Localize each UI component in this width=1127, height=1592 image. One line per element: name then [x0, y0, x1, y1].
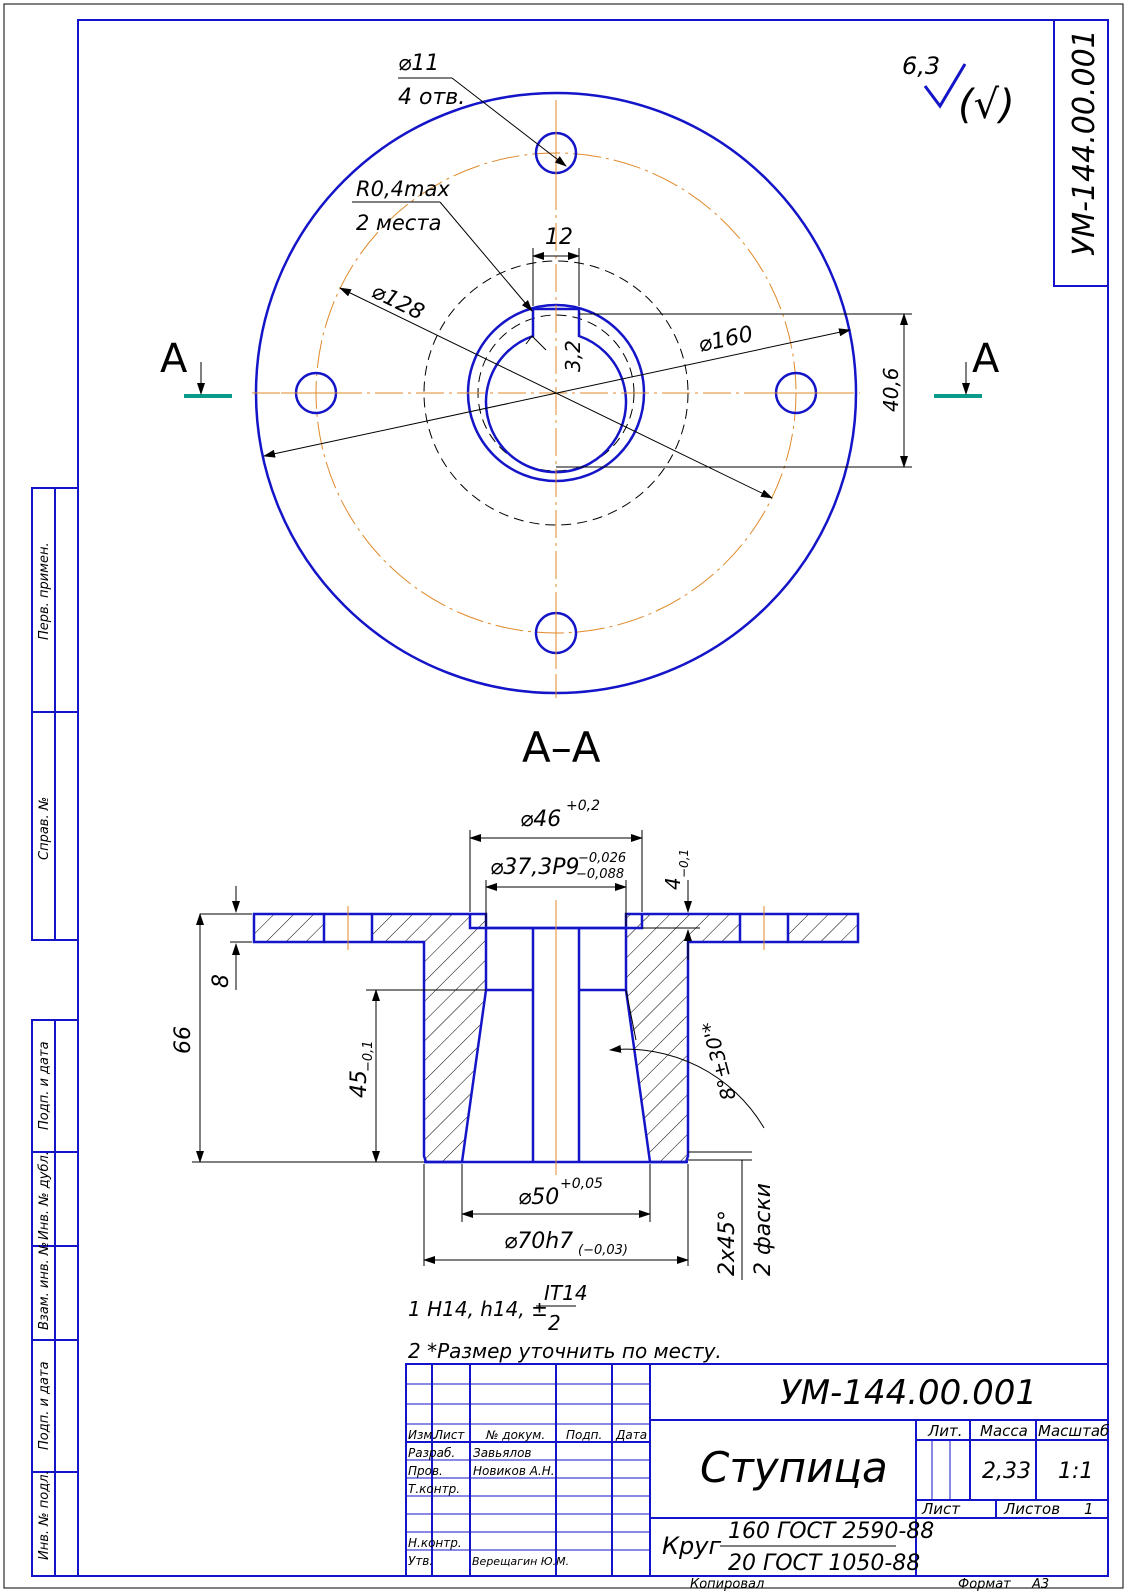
flange-left-outer: [252, 912, 326, 944]
notes: 1 H14, h14, ± IT14 2 2 *Размер уточнить …: [408, 1281, 722, 1363]
left-strip: Перв. примен. Справ. № Подп. и дата Инв.…: [31, 487, 79, 1577]
strip-perv: Перв. примен.: [37, 542, 52, 640]
dim-50-tol: +0,05: [560, 1176, 603, 1192]
note1-text: 1 H14, h14, ±: [408, 1297, 548, 1321]
scale-label: Масштаб: [1038, 1422, 1109, 1440]
format-label: Формат: [958, 1577, 1011, 1592]
hub-wall-right: [624, 912, 742, 1164]
dim-45-tol: −0,1: [361, 1040, 376, 1072]
mass-label: Масса: [980, 1422, 1028, 1440]
sheet-label: Лист: [921, 1500, 961, 1518]
lit-label: Лит.: [927, 1422, 963, 1440]
angle-label: 8°±30'*: [697, 1019, 741, 1103]
title-block: [405, 1363, 1109, 1577]
n-razrab: Завьялов: [473, 1446, 532, 1460]
svg-text:A: A: [972, 336, 1000, 382]
hole-count-label: 4 отв.: [398, 85, 465, 110]
mass-value: 2,33: [982, 1459, 1031, 1484]
note1-numerator: IT14: [544, 1281, 588, 1305]
flange-right-outer: [786, 912, 860, 944]
section-view: A–A ⌀46: [171, 723, 860, 1280]
strip-sprav: Справ. №: [37, 797, 52, 860]
copied-label: Копировал: [690, 1577, 764, 1592]
svg-text:A: A: [160, 336, 188, 382]
corner-code: УМ-144.00.001: [1067, 29, 1102, 256]
footer: Копировал Формат A3: [690, 1577, 1049, 1592]
material-top: 160 ГОСТ 2590-88: [728, 1519, 934, 1544]
roughness-value: 6,3: [902, 52, 940, 80]
hub-wall-left: [370, 912, 488, 1164]
key-depth-label: 40,6: [879, 367, 903, 412]
r-prov: Пров.: [408, 1464, 443, 1478]
n-prov: Новиков А.Н.: [473, 1464, 555, 1478]
strip-podp1: Подп. и дата: [37, 1041, 52, 1130]
dim-37-tol-top: −0,026: [578, 851, 626, 866]
h-date: Дата: [615, 1428, 647, 1442]
dim-37-tol-bot: −0,088: [576, 867, 624, 882]
h-list: Лист: [433, 1428, 465, 1442]
strip-vzam: Взам. инв. №: [37, 1242, 52, 1330]
r-tkontr: Т.контр.: [408, 1482, 460, 1496]
part-name: Ступица: [700, 1443, 888, 1492]
h-podp: Подп.: [566, 1428, 602, 1442]
sheets-value: 1: [1084, 1500, 1094, 1518]
material-prefix: Круг: [662, 1532, 721, 1560]
dim-8: 8: [209, 974, 234, 988]
section-mark-left: A: [160, 336, 232, 398]
roughness-symbol: 6,3 (√): [902, 52, 1015, 128]
dim-45: 45: [347, 1070, 372, 1098]
sheet-outline: [3, 3, 1124, 1589]
fillet-label: R0,4max: [356, 177, 450, 201]
r-utv: Утв.: [408, 1554, 433, 1568]
title-code: УМ-144.00.001: [780, 1373, 1037, 1413]
dim-50: ⌀50: [518, 1185, 559, 1210]
dim-4: 4: [661, 877, 685, 890]
corner-code-box: УМ-144.00.001: [1053, 19, 1109, 287]
material-bottom: 20 ГОСТ 1050-88: [728, 1551, 920, 1576]
n-utv: Верещагин Ю.М.: [472, 1555, 569, 1568]
dim-46-tol: +0,2: [566, 798, 600, 814]
dim-4-tol: −0,1: [677, 849, 691, 878]
dim-70: ⌀70h7: [504, 1229, 573, 1254]
keyway-width-label: 12: [545, 225, 573, 250]
chamfer-label: 2x45°: [715, 1210, 740, 1276]
strip-inv-dubl: Инв. № дубл.: [37, 1151, 52, 1240]
dim-46: ⌀46: [520, 807, 561, 832]
note1-denominator: 2: [548, 1311, 561, 1335]
h-doc: № докум.: [485, 1428, 545, 1442]
title-block-text: УМ-144.00.001 Ступица Круг 160 ГОСТ 2590…: [408, 1373, 1109, 1576]
fillet-count-label: 2 места: [356, 211, 441, 235]
hole-dia-label: ⌀11: [398, 51, 439, 76]
roughness-paren: (√): [958, 82, 1015, 128]
format-value: A3: [1031, 1577, 1049, 1592]
scale-value: 1:1: [1058, 1459, 1093, 1484]
sheets-label: Листов: [1003, 1500, 1060, 1518]
strip-podp2: Подп. и дата: [37, 1361, 52, 1450]
key-roughness-label: 3,2: [561, 340, 585, 372]
dim-37: ⌀37,3P9: [490, 855, 580, 880]
r-nkontr: Н.контр.: [408, 1536, 462, 1550]
chamfer-count-label: 2 фаски: [751, 1183, 776, 1276]
strip-inv-podl: Инв. № подл.: [37, 1470, 52, 1560]
r-razrab: Разраб.: [408, 1446, 455, 1460]
dim-66: 66: [171, 1026, 196, 1054]
section-mark-right: A: [934, 336, 1000, 398]
bolt-circle-label: ⌀128: [367, 279, 428, 326]
top-view: ⌀11 4 отв. R0,4max 2 места 12 3,2 ⌀128 ⌀…: [160, 51, 1000, 698]
note2-text: 2 *Размер уточнить по месту.: [408, 1339, 722, 1363]
dim-70-tol: (−0,03): [578, 1243, 628, 1258]
h-izm: Изм.: [408, 1428, 436, 1442]
section-title: A–A: [522, 723, 601, 772]
